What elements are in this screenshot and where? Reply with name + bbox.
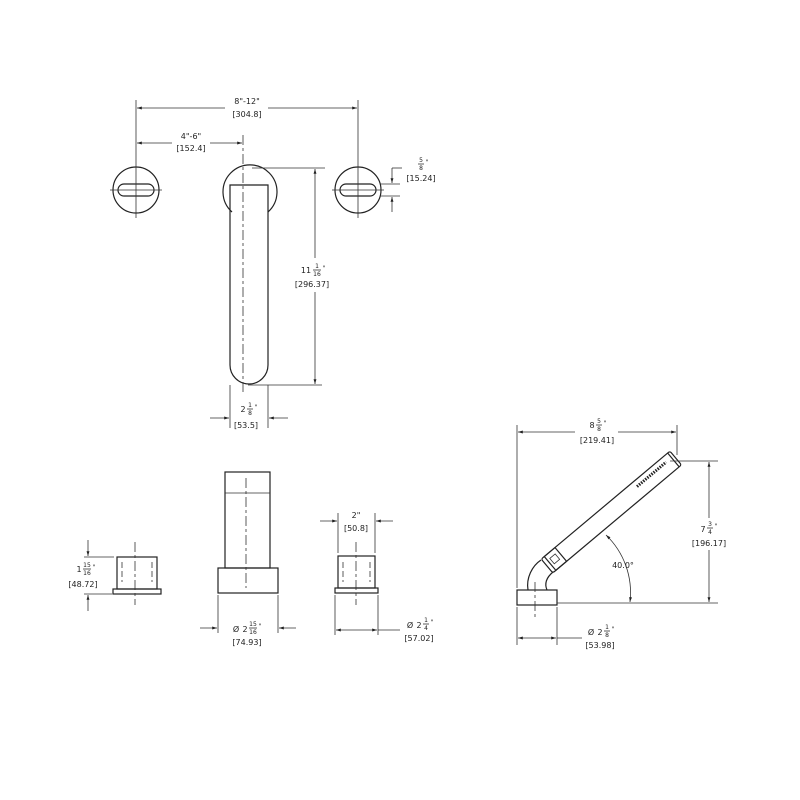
- dim-handle-height-mm: [48.72]: [68, 580, 97, 589]
- dim-spout-height-mm: [296.37]: [295, 280, 329, 289]
- dim-handle-height-den: 16: [83, 570, 91, 577]
- hand-shower-handle: [541, 451, 682, 573]
- dim-slot-mm: [15.24]: [406, 174, 435, 183]
- dim-handle-height: 1 15 16 " [48.72]: [68, 540, 114, 611]
- dim-half-spread-mm: [152.4]: [176, 144, 205, 153]
- dim-handle-base-dia-whole: 2: [416, 621, 421, 630]
- dim-shower-height-whole: 7: [700, 525, 705, 534]
- spout-front: [217, 471, 279, 594]
- dim-spout-height-unit: ": [323, 265, 326, 272]
- dim-spout-base-dia-den: 16: [249, 629, 257, 636]
- dim-spout-height: 11 1 16 " [296.37]: [248, 167, 329, 386]
- spout-top: [222, 135, 278, 395]
- dim-spout-base-dia-mm: [74.93]: [232, 638, 261, 647]
- dim-shower-reach-whole: 8: [589, 421, 594, 430]
- dim-spout-width-num: 1: [248, 402, 252, 409]
- dim-shower-base-dia-num: 1: [605, 624, 609, 631]
- dim-handle-height-whole: 1: [76, 565, 81, 574]
- dim-spout-height-den: 16: [313, 271, 321, 278]
- dim-shower-reach-den: 8: [597, 426, 601, 433]
- dim-spout-height-whole: 11: [301, 266, 311, 275]
- dim-spout-base-dia: Ø 2 15 16 " [74.93]: [200, 595, 296, 647]
- dim-shower-base-dia-prefix: Ø: [588, 627, 594, 637]
- left-handle-front: [112, 542, 162, 605]
- dim-spout-width-unit: ": [255, 404, 258, 411]
- dim-handle-height-num: 15: [83, 562, 91, 569]
- dim-shower-reach-mm: [219.41]: [580, 436, 614, 445]
- dim-shower-angle: 40.0°: [605, 534, 634, 603]
- dim-shower-height: 7 3 4 " [196.17]: [557, 460, 726, 604]
- dim-spout-width-whole: 2: [240, 405, 245, 414]
- dim-slot-width: 5 8 " [15.24]: [380, 157, 436, 212]
- dim-spout-width-mm: [53.5]: [234, 421, 258, 430]
- hand-shower: [516, 451, 682, 620]
- dim-shower-base-dia-mm: [53.98]: [585, 641, 614, 650]
- dim-half-spread-label: 4"-6": [181, 132, 201, 141]
- dim-shower-height-den: 4: [708, 529, 712, 536]
- dim-handle-width: 2" [50.8]: [320, 511, 393, 553]
- dim-shower-reach-num: 5: [597, 418, 601, 425]
- dim-spout-base-dia-whole: 2: [242, 625, 247, 634]
- dim-spread-label: 8"-12": [234, 97, 260, 106]
- dim-slot-unit: ": [426, 159, 429, 166]
- dim-handle-base-dia-num: 1: [424, 617, 428, 624]
- dim-spread-mm: [304.8]: [232, 110, 261, 119]
- dim-spout-width-den: 8: [248, 410, 252, 417]
- dim-shower-height-mm: [196.17]: [692, 539, 726, 548]
- dim-shower-base-dia-whole: 2: [597, 628, 602, 637]
- dim-shower-angle-label: 40.0°: [612, 561, 634, 570]
- dim-handle-base-dia-prefix: Ø: [407, 620, 413, 630]
- dim-shower-base-dia-unit: ": [612, 626, 615, 633]
- dim-spout-base-dia-num: 15: [249, 621, 257, 628]
- dim-handle-width-mm: [50.8]: [344, 524, 368, 533]
- right-handle-top: [332, 100, 384, 218]
- dim-shower-height-num: 3: [708, 521, 712, 528]
- right-handle-front: [334, 542, 379, 605]
- dim-shower-reach: 8 5 8 " [219.41]: [516, 418, 678, 588]
- dim-slot-den: 8: [419, 165, 423, 172]
- dim-half-spread: 4"-6" [152.4]: [137, 132, 242, 153]
- dim-shower-height-unit: ": [715, 523, 718, 530]
- dim-spout-height-num: 1: [315, 263, 319, 270]
- left-handle-top: [110, 100, 162, 218]
- dim-shower-base-dia-den: 8: [605, 632, 609, 639]
- dim-handle-base-dia-den: 4: [424, 625, 428, 632]
- dim-spout-width: 2 1 8 " [53.5]: [210, 385, 288, 430]
- dim-shower-reach-unit: ": [604, 420, 607, 427]
- dim-handle-base-dia-mm: [57.02]: [404, 634, 433, 643]
- dim-handle-width-label: 2": [352, 511, 361, 520]
- dim-handle-base-dia: Ø 2 1 4 " [57.02]: [334, 595, 434, 643]
- top-view: 8"-12" [304.8] 4"-6" [152.4] 5 8 " [15.2…: [110, 97, 436, 430]
- dim-handle-base-dia-unit: ": [431, 619, 434, 626]
- dim-slot-num: 5: [419, 157, 423, 164]
- front-view: 1 15 16 " [48.72] Ø 2 15 16 " [74.93]: [68, 471, 434, 647]
- dim-shower-base-dia: Ø 2 1 8 " [53.98]: [516, 607, 615, 650]
- dim-spout-base-dia-prefix: Ø: [233, 624, 239, 634]
- dim-spread: 8"-12" [304.8]: [137, 97, 357, 119]
- dim-handle-height-unit: ": [93, 564, 96, 571]
- dim-spout-base-dia-unit: ": [259, 623, 262, 630]
